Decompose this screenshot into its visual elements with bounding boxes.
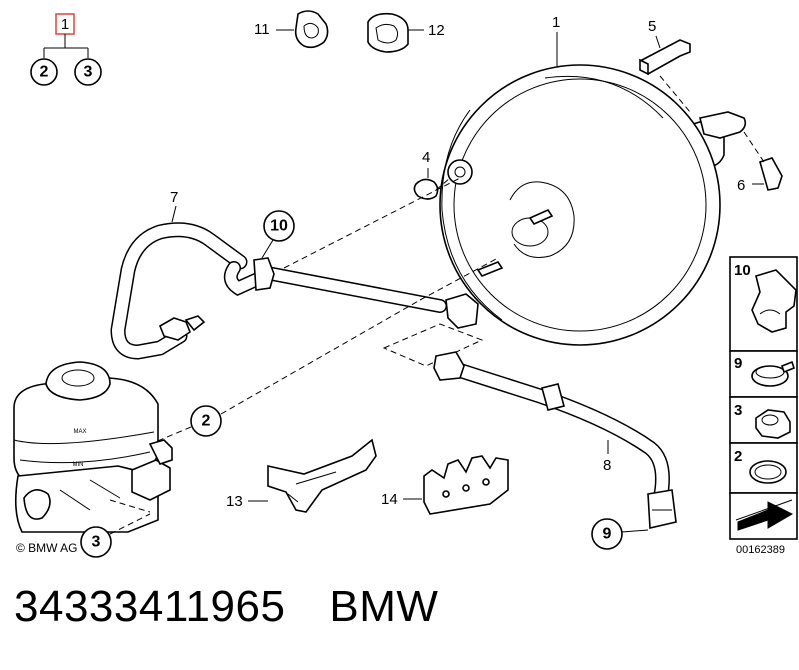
label-11: 11: [254, 21, 270, 38]
callout-9: 9: [591, 518, 649, 550]
callout-10: 10: [261, 210, 295, 259]
document-number: 00162389: [736, 544, 785, 556]
callout-3: 3: [80, 513, 151, 558]
footer: 34333411965 BMW: [14, 582, 438, 632]
assembly-tree-child-2-label: 2: [40, 64, 49, 81]
side-panel-label-2: 2: [734, 448, 742, 465]
bracket-13: 13: [226, 438, 377, 513]
assembly-tree-child-3-label: 3: [84, 64, 93, 81]
part-number: 34333411965: [14, 582, 286, 631]
label-4: 4: [422, 149, 430, 166]
assembly-tree-root: 1: [61, 16, 69, 33]
brand-name: BMW: [329, 582, 439, 631]
side-panel-cell-2: [729, 442, 798, 494]
assembly-tree-child-2: [30, 58, 58, 86]
label-12: 12: [428, 22, 445, 39]
grommet-4: 4: [413, 149, 451, 200]
side-panel-label-9: 9: [734, 355, 742, 372]
vacuum-hose-7: 7: [110, 177, 479, 360]
side-panel-label-10: 10: [734, 262, 751, 279]
pin-5: 5: [639, 18, 691, 113]
clip-11: 11: [254, 10, 329, 49]
label-7: 7: [170, 189, 178, 206]
reservoir-max-mark: MAX: [73, 429, 86, 435]
side-panel-label-3: 3: [734, 402, 742, 419]
block-14: 14: [381, 455, 509, 515]
label-13: 13: [226, 493, 243, 510]
label-14: 14: [381, 491, 398, 508]
reservoir-min-mark: MIN: [73, 462, 84, 468]
label-2: 2: [202, 413, 211, 430]
label-3: 3: [92, 534, 101, 551]
label-1: 1: [552, 14, 560, 31]
label-5: 5: [648, 18, 656, 35]
copyright-text: © BMW AG: [16, 541, 78, 555]
brake-booster-1: 1: [439, 14, 747, 346]
label-6: 6: [737, 177, 745, 194]
grommet-12: 12: [367, 12, 445, 53]
label-8: 8: [603, 457, 611, 474]
hose-8: 8: [433, 351, 677, 529]
master-cylinder-reservoir: MAX MIN: [13, 361, 173, 533]
clip-6: 6: [737, 131, 783, 194]
label-10: 10: [270, 218, 288, 235]
assembly-tree: 1 2 3: [30, 13, 102, 86]
guide-outline: [382, 323, 484, 367]
callout-2: 2: [147, 257, 499, 446]
side-panel: 10 9 3 2 00162389: [729, 256, 798, 556]
label-9: 9: [603, 526, 612, 543]
assembly-tree-child-3: [74, 58, 102, 86]
